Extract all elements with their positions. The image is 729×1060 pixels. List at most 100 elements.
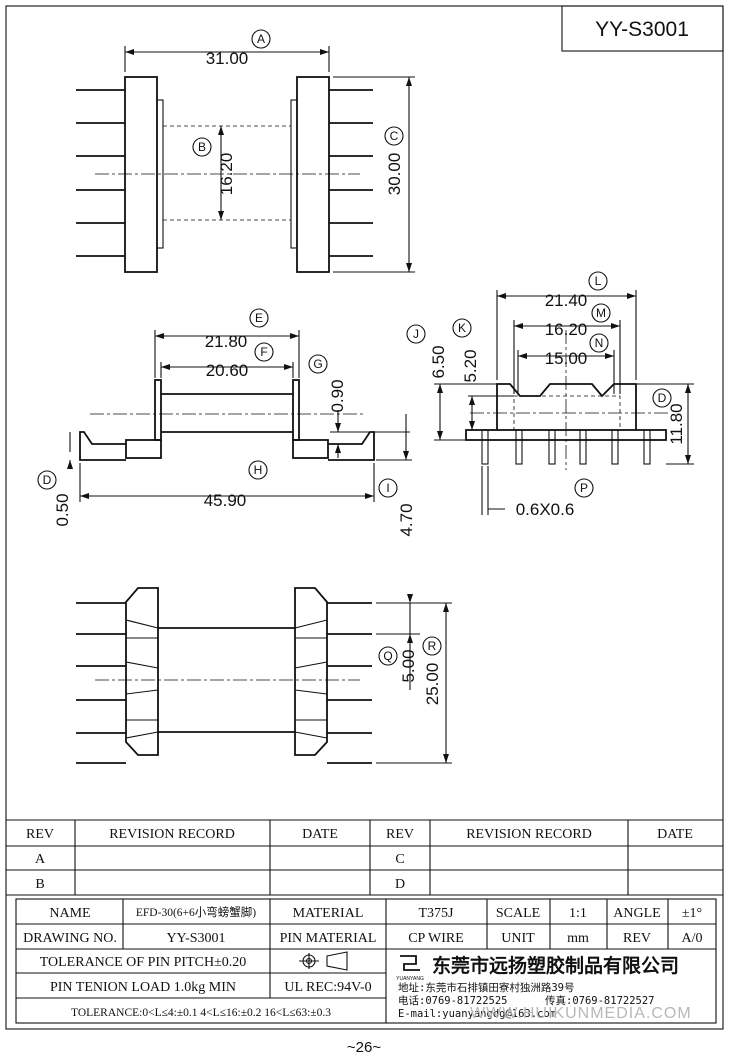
dim-letter-c: C [390, 129, 399, 143]
rev-cell: C [395, 852, 404, 867]
dimension-labels: A 31.00 B 16.20 C 30.00 D 11.80 D 0.50 E… [37, 29, 686, 706]
dim-value-i: 4.70 [397, 503, 416, 536]
dim-letter-circle [574, 478, 594, 498]
dim-letter-d-side: D [658, 391, 667, 405]
dim-letter-q: Q [383, 649, 392, 663]
dim-letter-circle [591, 303, 611, 323]
dim-value-g: 0.90 [328, 379, 347, 412]
dim-letter-circle [384, 126, 404, 146]
model-code: YY-S3001 [595, 18, 689, 41]
angle-value: ±1° [682, 906, 702, 921]
dim-value-k: 5.20 [461, 349, 480, 382]
dim-letter-circle [588, 271, 608, 291]
rev-header: REV [386, 827, 414, 842]
dim-value-m: 16.20 [545, 320, 588, 339]
dim-letter-circle [248, 460, 268, 480]
rev-cell: B [35, 877, 44, 892]
dim-letter-m: M [596, 306, 606, 320]
dim-value-l: 21.40 [545, 291, 588, 310]
scale-value: 1:1 [569, 906, 587, 921]
dim-letter-h: H [254, 463, 263, 477]
company-name: 东莞市远扬塑胶制品有限公司 [432, 954, 679, 977]
unit-value: mm [567, 931, 589, 946]
rev-header: REV [26, 827, 54, 842]
unit-label: UNIT [501, 931, 535, 946]
rev-cell: D [395, 877, 405, 892]
title-block: NAME EFD-30(6+6小弯螃蟹脚) MATERIAL T375J SCA… [15, 898, 717, 1024]
drawing-no-value: YY-S3001 [166, 931, 225, 946]
watermark: WWW.HUIKUNMEDIA.COM [470, 1005, 692, 1022]
projection-symbol-icon [299, 951, 348, 971]
dim-letter-circle [589, 333, 609, 353]
dim-value-d-side: 11.80 [667, 403, 686, 444]
dim-value-n: 15.00 [545, 349, 588, 368]
top-view [76, 46, 415, 273]
ul-rec: UL REC:94V-0 [284, 980, 371, 995]
tolerance-pitch: TOLERANCE OF PIN PITCH±0.20 [40, 955, 247, 970]
dim-letter-circle [308, 354, 328, 374]
dim-letter-circle [254, 342, 274, 362]
dim-value-f: 20.60 [206, 361, 249, 380]
dim-letter-n: N [595, 336, 604, 350]
dim-value-h: 45.90 [204, 491, 247, 510]
drawing-frame [5, 5, 724, 1030]
dim-letter-circle [652, 388, 672, 408]
dim-letter-circle [378, 646, 398, 666]
name-value: EFD-30(6+6小弯螃蟹脚) [136, 905, 256, 919]
dim-value-a: 31.00 [206, 49, 249, 68]
dim-letter-k: K [458, 321, 466, 335]
dim-letter-circle [249, 308, 269, 328]
dim-letter-i: I [386, 481, 389, 495]
revision-record-header: REVISION RECORD [466, 827, 592, 842]
rev-cell: A [35, 852, 46, 867]
dim-value-j: 6.50 [429, 345, 448, 378]
material-value: T375J [419, 906, 455, 921]
model-code-box [561, 5, 724, 52]
scale-label: SCALE [496, 906, 540, 921]
company-fax: 传真:0769-81722527 [545, 994, 655, 1007]
dim-letter-circle [192, 137, 212, 157]
dim-letter-p: P [580, 481, 588, 495]
company-logo-icon: YUANYANG [396, 955, 424, 982]
revision-table: REV REVISION RECORD DATE REV REVISION RE… [6, 819, 723, 896]
dim-letter-r: R [428, 639, 437, 653]
date-header: DATE [302, 827, 338, 842]
dim-letter-circle [452, 318, 472, 338]
pin-material-value: CP WIRE [408, 931, 464, 946]
page-number: ~26~ [347, 1039, 381, 1056]
side-view [434, 290, 694, 515]
material-label: MATERIAL [293, 906, 364, 921]
tolerance-general: TOLERANCE:0<L≤4:±0.1 4<L≤16:±0.2 16<L≤63… [71, 1007, 331, 1019]
name-label: NAME [49, 906, 90, 921]
dim-letter-circle [37, 470, 57, 490]
dim-letter-circle [406, 324, 426, 344]
dim-letter-circle [422, 636, 442, 656]
front-view [67, 330, 412, 502]
dim-letter-b: B [198, 140, 206, 154]
pin-material-label: PIN MATERIAL [280, 931, 377, 946]
dim-letter-e: E [255, 311, 263, 325]
dim-value-r: 25.00 [423, 663, 442, 706]
drawing-no-label: DRAWING NO. [23, 931, 117, 946]
dim-letter-circle [251, 29, 271, 49]
company-address: 地址:东莞市石排镇田寮村独洲路39号 [398, 981, 574, 994]
dim-letter-d-front: D [43, 473, 52, 487]
revision-record-header: REVISION RECORD [109, 827, 235, 842]
rev-value: A/0 [682, 931, 703, 946]
dim-value-d-front: 0.50 [53, 493, 72, 526]
dim-letter-j: J [413, 327, 419, 341]
dim-letter-l: L [595, 274, 602, 288]
dim-letter-a: A [257, 32, 265, 46]
dim-value-q: 5.00 [399, 649, 418, 682]
logo-text: YUANYANG [396, 976, 424, 982]
dim-value-p: 0.6X0.6 [516, 500, 575, 519]
date-header: DATE [657, 827, 693, 842]
dim-letter-g: G [313, 357, 322, 371]
company-email: E-mail:yuanyangdg@163.com [398, 1008, 556, 1020]
rev-label: REV [623, 931, 651, 946]
angle-label: ANGLE [613, 906, 660, 921]
dim-value-c: 30.00 [385, 153, 404, 196]
company-phone: 电话:0769-81722525 [398, 994, 508, 1007]
dim-letter-f: F [260, 345, 267, 359]
dim-letter-circle [378, 478, 398, 498]
